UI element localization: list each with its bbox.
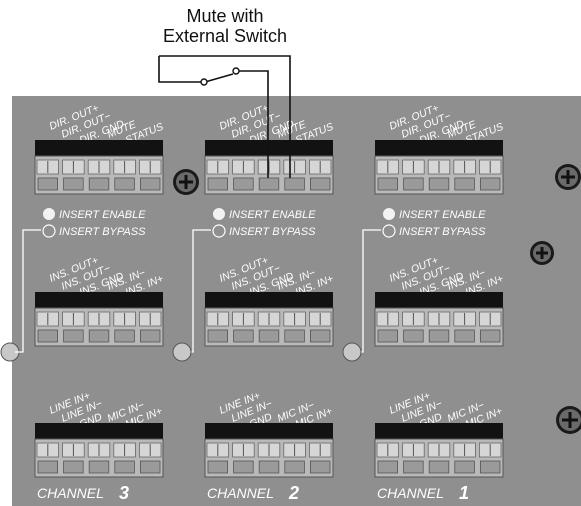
switch-icon (200, 67, 240, 86)
mute-callout: Mute with External Switch (110, 6, 340, 46)
led-icon (172, 342, 192, 362)
output-connector (204, 140, 334, 195)
channel-strip: DIR. OUT+DIR. OUT−DIR. GNDMUTESTATUSINSE… (15, 102, 165, 503)
led-icon (342, 342, 362, 362)
led-icon (43, 208, 55, 220)
external-switch-wiring (158, 55, 291, 178)
led-icon (42, 224, 56, 238)
insert-enable-label: INSERT ENABLE (399, 209, 486, 221)
screw-icon (530, 241, 554, 265)
insert-bypass-label: INSERT BYPASS (399, 226, 486, 238)
channel-number: 1 (459, 483, 469, 503)
led-icon (212, 224, 226, 238)
screw-icon (556, 406, 581, 434)
insert-enable-label: INSERT ENABLE (229, 209, 316, 221)
insert-connector (34, 292, 164, 347)
insert-connector (204, 292, 334, 347)
insert-bypass-label: INSERT BYPASS (59, 226, 146, 238)
screw-icon (173, 169, 199, 195)
channel-label: CHANNEL (37, 485, 104, 501)
bracket-icon (15, 229, 41, 353)
insert-connector (374, 292, 504, 347)
insert-bypass-label: INSERT BYPASS (229, 226, 316, 238)
output-connector (34, 140, 164, 195)
input-connector (374, 423, 504, 478)
channel-number: 2 (288, 483, 299, 503)
input-connector (34, 423, 164, 478)
input-connector (204, 423, 334, 478)
led-icon (382, 224, 396, 238)
channel-label: CHANNEL (207, 485, 274, 501)
callout-line-1: Mute with (186, 6, 264, 26)
led-icon (383, 208, 395, 220)
led-icon (213, 208, 225, 220)
output-connector (374, 140, 504, 195)
screw-icon (555, 164, 581, 190)
insert-enable-label: INSERT ENABLE (59, 209, 146, 221)
channel-number: 3 (119, 483, 129, 503)
callout-line-2: External Switch (162, 26, 288, 46)
channel-strip: DIR. OUT+DIR. OUT−DIR. GNDMUTESTATUSINSE… (342, 102, 505, 503)
channel-label: CHANNEL (377, 485, 444, 501)
